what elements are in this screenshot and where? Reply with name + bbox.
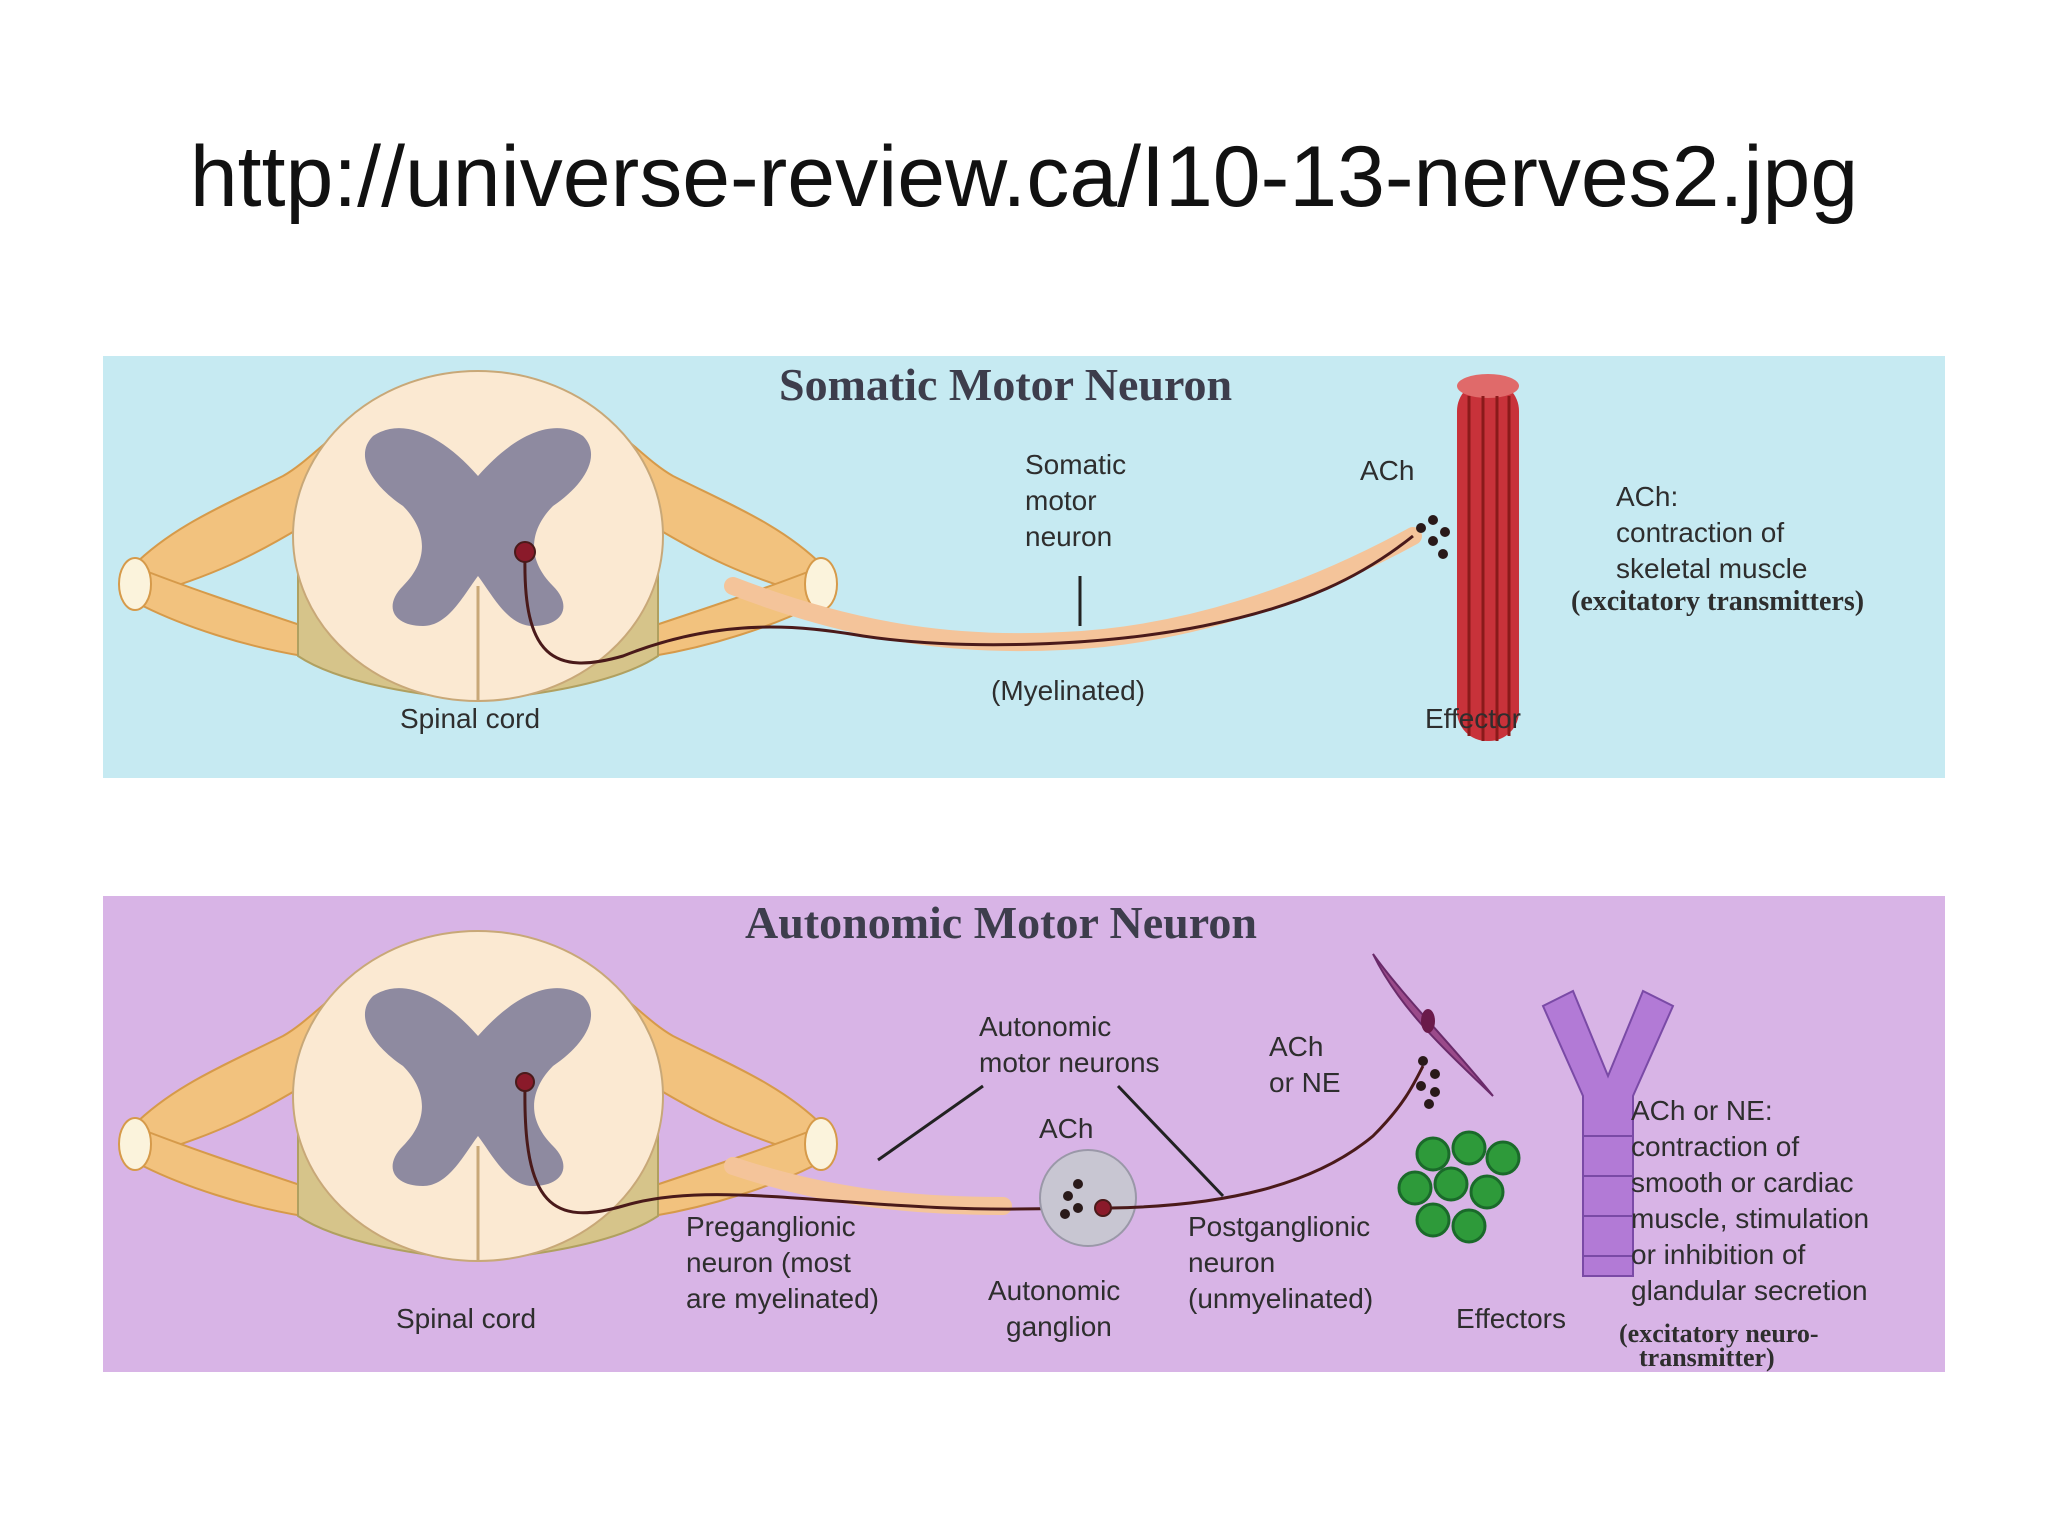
autonomic-effect-line-4: muscle, stimulation: [1631, 1203, 1869, 1234]
autonomic-effect-line-3: smooth or cardiac: [1631, 1167, 1854, 1198]
autonomic-neurons-pointers: [877, 1084, 1225, 1198]
autonomic-effect-line-2: contraction of: [1631, 1131, 1799, 1162]
autonomic-transmitter-note-2: transmitter): [1639, 1343, 1775, 1372]
somatic-effect-line-3: skeletal muscle: [1616, 553, 1807, 584]
skeletal-muscle-effector: [1457, 374, 1519, 741]
postganglionic-fiber: [1110, 1056, 1440, 1210]
somatic-neuron-label-2: motor: [1025, 485, 1097, 516]
ganglion-ach-label: ACh: [1039, 1113, 1093, 1144]
effectors-label: Effectors: [1456, 1303, 1566, 1334]
somatic-spinal-cord-label: Spinal cord: [400, 703, 540, 734]
somatic-ach-label: ACh: [1360, 455, 1414, 486]
autonomic-neurons-label-1: Autonomic: [979, 1011, 1111, 1042]
preganglionic-label-2: neuron (most: [686, 1247, 851, 1278]
ganglion-label-1: Autonomic: [988, 1275, 1120, 1306]
ach-or-ne-label-1: ACh: [1269, 1031, 1323, 1062]
smooth-muscle-cell: [1372, 953, 1494, 1097]
postganglionic-label-1: Postganglionic: [1188, 1211, 1370, 1242]
somatic-axon: [514, 515, 1450, 665]
somatic-diagram: Somatic Motor Neuron Somatic motor neuro…: [118, 359, 1864, 741]
preganglionic-label-1: Preganglionic: [686, 1211, 856, 1242]
autonomic-spinal-cord-label: Spinal cord: [396, 1303, 536, 1334]
gland-cells: [1397, 1130, 1521, 1244]
autonomic-ganglion: [1039, 1149, 1137, 1247]
autonomic-terminal: [1416, 1056, 1440, 1109]
autonomic-diagram: Autonomic Motor Neuron Autonomic motor n…: [118, 897, 1869, 1372]
somatic-transmitter-note: (excitatory transmitters): [1571, 586, 1864, 617]
preganglionic-label-3: are myelinated): [686, 1283, 879, 1314]
somatic-panel: Somatic Motor Neuron Somatic motor neuro…: [103, 356, 1945, 778]
ganglion-label-2: ganglion: [1006, 1311, 1112, 1342]
autonomic-neurons-label-2: motor neurons: [979, 1047, 1160, 1078]
autonomic-panel: Autonomic Motor Neuron Autonomic motor n…: [103, 896, 1945, 1372]
autonomic-effect-line-6: glandular secretion: [1631, 1275, 1868, 1306]
autonomic-spinal-cord: [292, 930, 664, 1263]
slide-title: http://universe-review.ca/I10-13-nerves2…: [189, 129, 1859, 225]
somatic-neuron-label-3: neuron: [1025, 521, 1112, 552]
somatic-effect-line-1: ACh:: [1616, 481, 1678, 512]
ach-or-ne-label-2: or NE: [1269, 1067, 1341, 1098]
somatic-spinal-cord: [292, 370, 664, 703]
somatic-myelinated-label: (Myelinated): [991, 675, 1145, 706]
somatic-terminal: [1416, 515, 1450, 559]
somatic-neuron-label-1: Somatic: [1025, 449, 1126, 480]
postganglionic-label-2: neuron: [1188, 1247, 1275, 1278]
blood-vessel: [1541, 989, 1675, 1277]
autonomic-transmitter-note-1: (excitatory neuro-: [1619, 1319, 1819, 1348]
somatic-effect-line-2: contraction of: [1616, 517, 1784, 548]
autonomic-effect-line-1: ACh or NE:: [1631, 1095, 1773, 1126]
somatic-heading: Somatic Motor Neuron: [779, 359, 1232, 410]
autonomic-heading: Autonomic Motor Neuron: [745, 897, 1257, 948]
somatic-effector-label: Effector: [1425, 703, 1521, 734]
autonomic-effect-line-5: or inhibition of: [1631, 1239, 1806, 1270]
postganglionic-label-3: (unmyelinated): [1188, 1283, 1373, 1314]
preganglionic-fiber: [515, 1072, 1064, 1215]
